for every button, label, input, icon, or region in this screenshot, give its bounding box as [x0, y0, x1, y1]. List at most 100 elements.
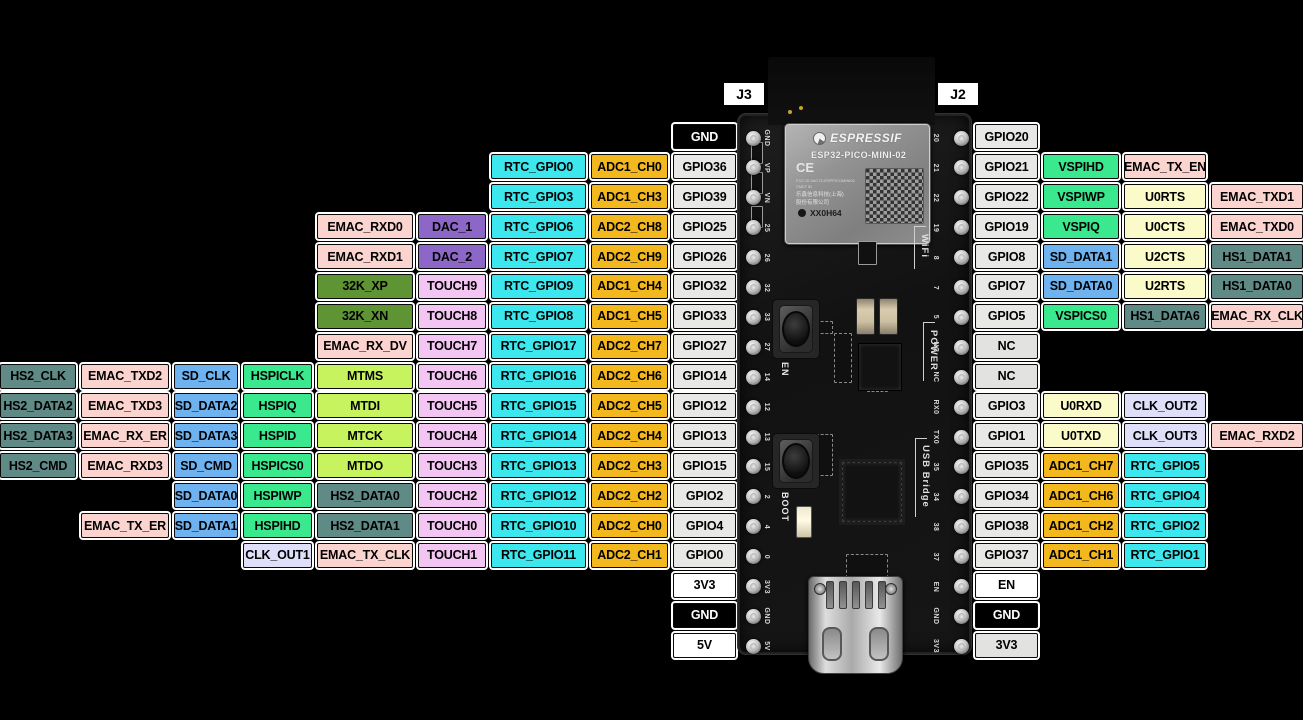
pin-hole [745, 489, 761, 505]
silkscreen-pin-number: VN [763, 192, 770, 204]
pin-label: GPIO2 [673, 483, 736, 509]
pin-label: EMAC_RXD1 [317, 244, 413, 269]
pin-label: ADC2_CH7 [591, 333, 668, 359]
silkscreen-pin-number: GND [763, 607, 770, 625]
silkscreen-pin-number: VP [763, 162, 770, 174]
cmiit-id-text: CMIIT ID [796, 184, 812, 189]
pin-hole [953, 369, 969, 385]
pin-hole [745, 579, 761, 594]
silk-line [915, 438, 927, 517]
pin-label: HS1_DATA1 [1211, 244, 1303, 269]
silk-line [923, 322, 935, 381]
pin-label: MTDO [317, 453, 413, 479]
antenna-pad [788, 110, 792, 114]
pin-label: MTCK [317, 423, 413, 449]
pin-label: GPIO1 [975, 423, 1038, 449]
pin-label: RTC_GPIO17 [491, 333, 586, 359]
usb-mount-hole [814, 583, 826, 595]
pin-label: EMAC_TX_CLK [317, 542, 413, 568]
component-footprint [846, 554, 888, 578]
silkscreen-pin-number: 25 [763, 223, 770, 233]
pin-hole [953, 309, 969, 325]
pin-hole [953, 489, 969, 505]
silkscreen-pin-number: 33 [763, 312, 770, 322]
pin-label: RTC_GPIO12 [491, 483, 586, 509]
pin-label: RTC_GPIO3 [491, 184, 586, 210]
pin-label: EMAC_RXD0 [317, 214, 413, 240]
manufacturer-cn-line2: 股份有限公司 [796, 200, 830, 206]
pin-hole [745, 160, 761, 176]
pin-label: GND [673, 602, 736, 628]
pin-hole [745, 369, 761, 385]
pin-label: HS2_DATA0 [317, 483, 413, 509]
pin-label: GPIO3 [975, 393, 1038, 419]
pin-label: SD_DATA1 [1043, 244, 1119, 269]
pin-label: U0RTS [1124, 184, 1206, 210]
pin-label: RTC_GPIO0 [491, 154, 586, 180]
silkscreen-pin-number: 14 [763, 372, 770, 382]
pin-label: HS2_CLK [0, 363, 76, 389]
silkscreen-pin-number: 8 [932, 255, 939, 260]
pin-hole [745, 220, 761, 236]
power-led [796, 506, 812, 538]
en-button [773, 300, 819, 358]
pin-label: HS2_DATA2 [0, 393, 76, 419]
silkscreen-pin-number: GND [932, 607, 939, 625]
silkscreen-pin-number: 3V3 [763, 579, 770, 594]
pin-label: RTC_GPIO6 [491, 214, 586, 240]
pin-label: HSPIQ [243, 393, 312, 419]
pin-label: ADC2_CH4 [591, 423, 668, 449]
pin-label: RTC_GPIO14 [491, 423, 586, 449]
pin-label: EMAC_RXD2 [1211, 423, 1303, 449]
pin-label: GPIO15 [673, 453, 736, 479]
silk-usb-bridge-label: USB Bridge [920, 445, 931, 508]
pin-label: GPIO27 [673, 333, 736, 359]
pin-label: TOUCH8 [418, 303, 486, 329]
pin-label: EMAC_TXD0 [1211, 214, 1303, 240]
silkscreen-pin-number: NC [932, 371, 939, 383]
pin-label: HS2_DATA1 [317, 513, 413, 539]
pin-label: GPIO33 [673, 303, 736, 329]
pin-label: SD_DATA0 [1043, 273, 1119, 299]
pin-label: GPIO20 [975, 124, 1038, 150]
pin-label: EMAC_RX_ER [81, 423, 169, 449]
boot-button [773, 434, 819, 488]
pin-label: 32K_XN [317, 303, 413, 329]
pin-label: TOUCH4 [418, 423, 486, 449]
silkscreen-pin-number: 7 [932, 285, 939, 290]
pin-label: GPIO4 [673, 513, 736, 539]
pin-label: HS1_DATA6 [1124, 303, 1206, 329]
pin-label: GPIO39 [673, 184, 736, 210]
pin-label: EMAC_TXD3 [81, 393, 169, 419]
pin-label: SD_DATA0 [174, 483, 238, 509]
pin-label: SD_CMD [174, 453, 238, 479]
pin-label: NC [975, 333, 1038, 359]
boot-button-cap [782, 443, 810, 479]
espressif-logo: ESPRESSIF [785, 131, 930, 145]
pin-label: GPIO22 [975, 184, 1038, 210]
silkscreen-pin-number: 15 [763, 462, 770, 472]
pin-label: 5V [673, 632, 736, 658]
esp32-board: ESPRESSIF ESP32-PICO-MINI-02 CE FCC ID 2… [737, 57, 972, 674]
pin-label: ADC2_CH2 [591, 483, 668, 509]
pin-label: EN [975, 572, 1038, 598]
pin-label: ADC2_CH9 [591, 244, 668, 269]
pin-label: GPIO35 [975, 453, 1038, 479]
micro-usb-connector [808, 576, 903, 674]
pin-hole [745, 638, 761, 654]
module-antenna [768, 57, 935, 125]
ce-mark: CE [796, 160, 815, 175]
pin-label: TOUCH7 [418, 333, 486, 359]
pin-label: RTC_GPIO1 [1124, 542, 1206, 568]
pin-label: HSPICS0 [243, 453, 312, 479]
qr-pattern [865, 168, 924, 224]
pin-label: SD_DATA1 [174, 513, 238, 539]
pin-label: GPIO12 [673, 393, 736, 419]
lot-code-row: XX0H64 [798, 208, 842, 218]
pin-label: VSPIQ [1043, 214, 1119, 240]
pin-label: SD_DATA2 [174, 393, 238, 419]
pin-hole [745, 608, 761, 624]
pin-label: EMAC_RX_DV [317, 333, 413, 359]
silkscreen-pin-number: TX0 [932, 429, 939, 445]
